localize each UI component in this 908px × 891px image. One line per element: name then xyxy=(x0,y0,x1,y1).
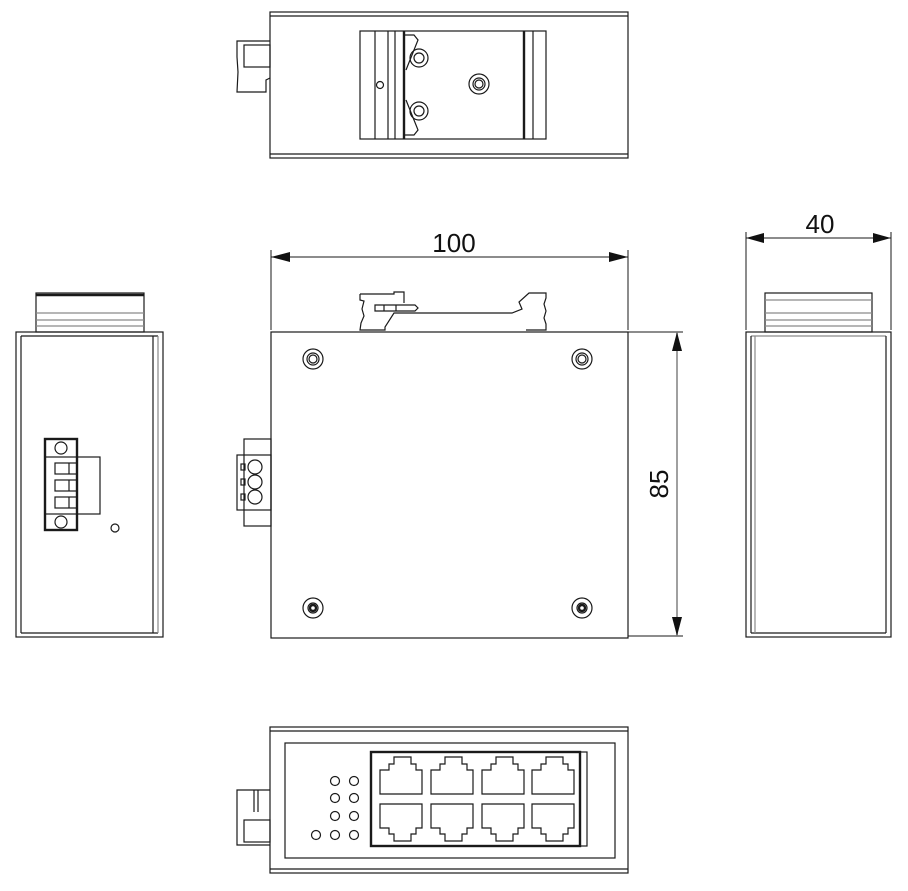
status-leds xyxy=(310,775,360,841)
din-clip xyxy=(359,30,547,140)
screw xyxy=(571,597,593,619)
dimension-width: 100 xyxy=(270,228,629,330)
dimension-depth-label: 40 xyxy=(806,209,835,239)
rj45-port xyxy=(531,803,575,842)
front-view xyxy=(236,291,629,639)
dimension-height: 85 xyxy=(628,331,683,637)
right-view xyxy=(745,292,892,638)
power-terminal-side xyxy=(236,438,272,527)
rj45-port xyxy=(481,756,525,795)
dimension-width-label: 100 xyxy=(432,228,475,258)
reset-hole xyxy=(110,523,120,533)
dimension-depth: 40 xyxy=(745,209,892,330)
rj45-port xyxy=(531,756,575,795)
rj45-port xyxy=(379,803,423,842)
top-view xyxy=(236,11,629,159)
rj45-port-block xyxy=(369,750,588,848)
screw xyxy=(571,348,593,370)
left-view xyxy=(15,292,164,638)
rj45-port xyxy=(379,756,423,795)
rj45-port xyxy=(481,803,525,842)
dimension-height-label: 85 xyxy=(644,470,674,499)
screw xyxy=(302,348,324,370)
screw xyxy=(302,597,324,619)
rj45-port xyxy=(430,756,474,795)
rj45-port xyxy=(430,803,474,842)
power-terminal xyxy=(43,437,101,532)
bottom-view xyxy=(236,726,629,874)
